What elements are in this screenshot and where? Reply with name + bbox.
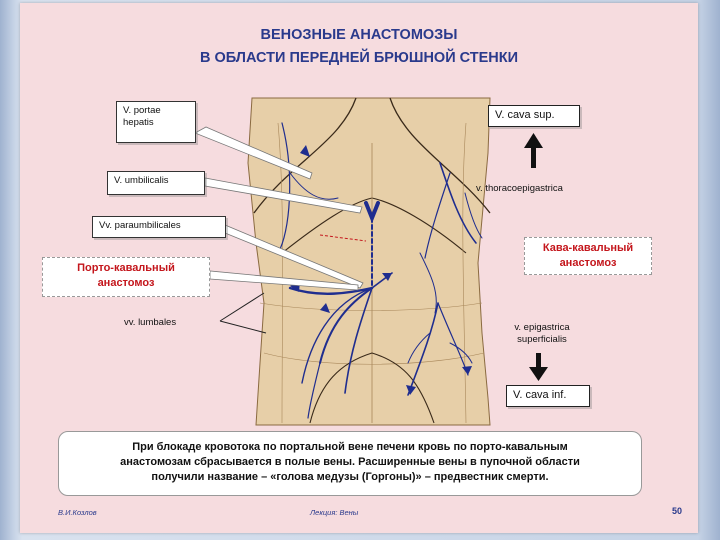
arrow-down-icon [529,353,548,381]
footer-author: В.И.Козлов [58,508,97,517]
label-porto-caval-anastomosis: Порто-кавальный анастомоз [42,257,210,297]
epigastrica-line1: v. epigastrica [514,322,570,333]
arrow-up-icon [524,133,543,168]
slide: ВЕНОЗНЫЕ АНАСТОМОЗЫ В ОБЛАСТИ ПЕРЕДНЕЙ Б… [20,3,698,533]
label-cava-caval-anastomosis: Кава-кавальный анастомоз [524,237,652,275]
label-portae-line2: hepatis [123,117,154,128]
label-paraumbilicales: Vv. paraumbilicales [92,216,226,238]
label-portae-hepatis: V. portae hepatis [116,101,196,143]
porto-caval-line2: анастомоз [97,277,155,289]
info-line-3: получили название – «голова медузы (Горг… [151,471,549,483]
epigastrica-line2: superficialis [517,334,567,345]
label-portae-line1: V. portae [123,105,161,116]
label-umbilicalis: V. umbilicalis [107,171,205,195]
label-epigastrica-superficialis: v. epigastrica superficialis [500,322,584,346]
info-line-1: При блокаде кровотока по портальной вене… [132,441,568,453]
label-cava-inf: V. cava inf. [506,385,590,407]
info-line-2: анастомозам сбрасывается в полые вены. Р… [120,456,580,468]
footer-lecture: Лекция: Вены [310,508,359,517]
label-thoracoepigastrica: v. thoracoepigastrica [476,183,563,194]
label-lumbales: vv. lumbales [124,317,177,328]
title-line-1: ВЕНОЗНЫЕ АНАСТОМОЗЫ [260,27,458,43]
cava-caval-line2: анастомоз [559,257,617,269]
label-cava-sup: V. cava sup. [488,105,580,127]
abdomen-illustration [194,97,548,426]
title-line-2: В ОБЛАСТИ ПЕРЕДНЕЙ БРЮШНОЙ СТЕНКИ [199,50,519,66]
porto-caval-line1: Порто-кавальный [77,262,175,274]
cava-caval-line1: Кава-кавальный [542,242,634,254]
info-note: При блокаде кровотока по портальной вене… [58,431,642,496]
page-number: 50 [672,506,683,516]
